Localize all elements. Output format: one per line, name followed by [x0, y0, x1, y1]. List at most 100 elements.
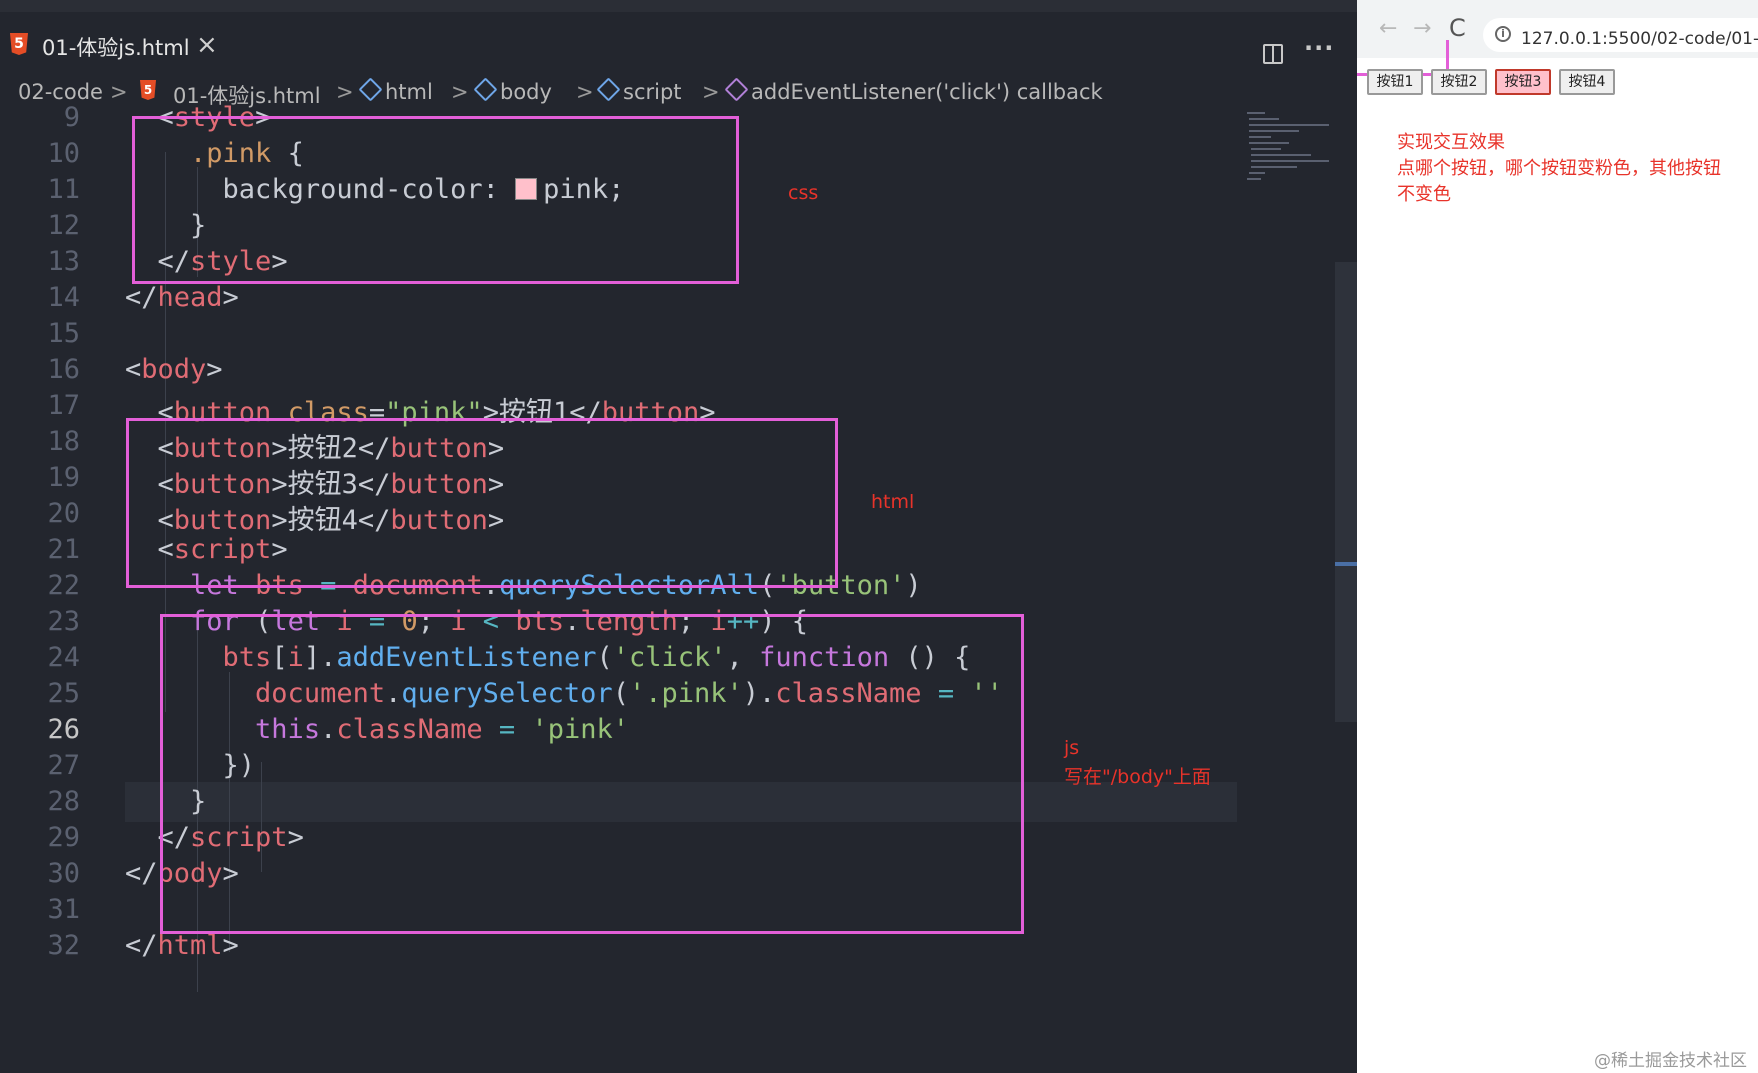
line-number: 25 [47, 678, 80, 709]
line-number: 30 [47, 858, 80, 889]
minimap-line [1249, 136, 1271, 138]
code-line: 27 }) [0, 750, 1240, 790]
line-number: 20 [47, 498, 80, 529]
indent-guide [229, 672, 230, 952]
scroll-thumb[interactable] [1335, 262, 1357, 722]
current-line-highlight [125, 782, 1237, 822]
breadcrumb-separator: > [336, 80, 354, 104]
url-text: 127.0.0.1:5500/02-code/01-体 [1521, 29, 1758, 49]
demo-button-3[interactable]: 按钮3 [1495, 69, 1551, 95]
editor-tab-bar: 5 01-体验js.html × ··· [0, 12, 1357, 80]
address-bar[interactable]: i 127.0.0.1:5500/02-code/01-体 [1483, 18, 1758, 52]
line-number: 32 [47, 930, 80, 961]
element-icon [473, 77, 498, 102]
tab-01-html[interactable]: 5 01-体验js.html × [0, 12, 233, 80]
code-line: 29 </script> [0, 822, 1240, 862]
minimap-line [1251, 148, 1281, 150]
minimap-line [1247, 112, 1265, 114]
browser-note-title: 实现交互效果 [1397, 132, 1505, 153]
code-text: </body> [125, 858, 239, 889]
code-text: bts[i].addEventListener('click', functio… [222, 642, 971, 673]
line-number: 26 [47, 714, 80, 745]
minimap[interactable] [1243, 110, 1333, 190]
more-actions-icon[interactable]: ··· [1304, 34, 1335, 62]
minimap-line [1249, 142, 1289, 144]
code-text: } [190, 210, 207, 241]
browser-note-line: 点哪个按钮，哪个按钮变粉色，其他按钮 [1397, 158, 1721, 179]
browser-toolbar: ← → C i 127.0.0.1:5500/02-code/01-体 [1357, 0, 1758, 58]
code-line: 20 <button>按钮4</button> [0, 498, 1240, 538]
line-number: 23 [47, 606, 80, 637]
code-text: <button>按钮3</button> [157, 469, 505, 500]
minimap-line [1251, 166, 1297, 168]
code-text: .pink { [190, 138, 304, 169]
breadcrumb-item-script[interactable]: script [596, 77, 682, 104]
code-text: } [190, 786, 207, 817]
editor-scrollbar[interactable] [1335, 112, 1357, 1073]
element-icon [358, 77, 383, 102]
info-icon[interactable]: i [1495, 26, 1511, 42]
split-editor-icon[interactable] [1263, 44, 1283, 64]
js-annotation-box [160, 614, 1024, 934]
code-text: <script> [157, 534, 288, 565]
indent-guide [197, 167, 198, 277]
css-annotation-box [132, 116, 739, 284]
minimap-line [1251, 154, 1311, 156]
code-line: 11 background-color: pink; [0, 174, 1240, 214]
css-annotation-label: css [788, 182, 819, 204]
demo-button-2[interactable]: 按钮2 [1431, 69, 1487, 95]
code-line: 24 bts[i].addEventListener('click', func… [0, 642, 1240, 682]
code-area[interactable]: 9 <style> 10 .pink { 11 background-color… [0, 102, 1357, 1073]
line-number: 28 [47, 786, 80, 817]
code-line: 30 </body> [0, 858, 1240, 898]
breadcrumb-item-html[interactable]: html [358, 77, 433, 104]
breadcrumb-item-body[interactable]: body [473, 77, 552, 104]
code-line: 18 <button>按钮2</button> [0, 426, 1240, 466]
color-swatch[interactable] [515, 178, 538, 200]
code-line: 16 <body> [0, 354, 1240, 394]
line-number: 16 [47, 354, 80, 385]
code-text: background-color: pink; [222, 174, 625, 205]
close-icon[interactable]: × [196, 30, 218, 60]
code-line: 14</head> [0, 282, 1240, 322]
code-text: <button>按钮4</button> [157, 505, 505, 536]
browser-note-line: 不变色 [1397, 184, 1451, 205]
html5-icon: 5 [10, 33, 28, 55]
js-annotation-label: js [1064, 737, 1080, 759]
breadcrumb-item-callback[interactable]: addEventListener('click') callback [724, 77, 1103, 104]
breadcrumb-item-folder[interactable]: 02-code [18, 80, 103, 104]
code-text: <body> [125, 354, 223, 385]
demo-button-4[interactable]: 按钮4 [1559, 69, 1615, 95]
code-line: 13 </style> [0, 246, 1240, 286]
code-text: </head> [125, 282, 239, 313]
back-icon[interactable]: ← [1379, 16, 1398, 41]
code-line: 15 [0, 318, 1240, 358]
code-text: document.querySelector('.pink').classNam… [255, 678, 1003, 709]
code-line: 19 <button>按钮3</button> [0, 462, 1240, 502]
method-icon [724, 77, 749, 102]
line-number: 29 [47, 822, 80, 853]
forward-icon[interactable]: → [1413, 16, 1432, 41]
code-line: 32</html> [0, 930, 1240, 970]
code-text: </style> [157, 246, 288, 277]
code-text: <button>按钮2</button> [157, 433, 505, 464]
line-number: 12 [47, 210, 80, 241]
breadcrumb-item-file[interactable]: 01-体验js.html [173, 84, 321, 108]
code-line: 31 [0, 894, 1240, 934]
code-line: 25 document.querySelector('.pink').class… [0, 678, 1240, 718]
minimap-line [1249, 130, 1299, 132]
code-text: for (let i = 0; i < bts.length; i++) { [190, 606, 808, 637]
line-number: 22 [47, 570, 80, 601]
code-text: }) [222, 750, 256, 781]
code-editor: 5 01-体验js.html × ··· 02-code > 5 01-体验js… [0, 12, 1357, 1073]
line-number: 27 [47, 750, 80, 781]
code-line: 23 for (let i = 0; i < bts.length; i++) … [0, 606, 1240, 646]
line-number: 19 [47, 462, 80, 493]
breadcrumb-separator: > [110, 80, 128, 104]
demo-button-1[interactable]: 按钮1 [1367, 69, 1423, 95]
minimap-line [1249, 118, 1279, 120]
reload-icon[interactable]: C [1449, 14, 1466, 42]
breadcrumb-separator: > [451, 80, 469, 104]
indent-guide [197, 612, 198, 992]
watermark: @稀土掘金技术社区 [1594, 1051, 1747, 1071]
